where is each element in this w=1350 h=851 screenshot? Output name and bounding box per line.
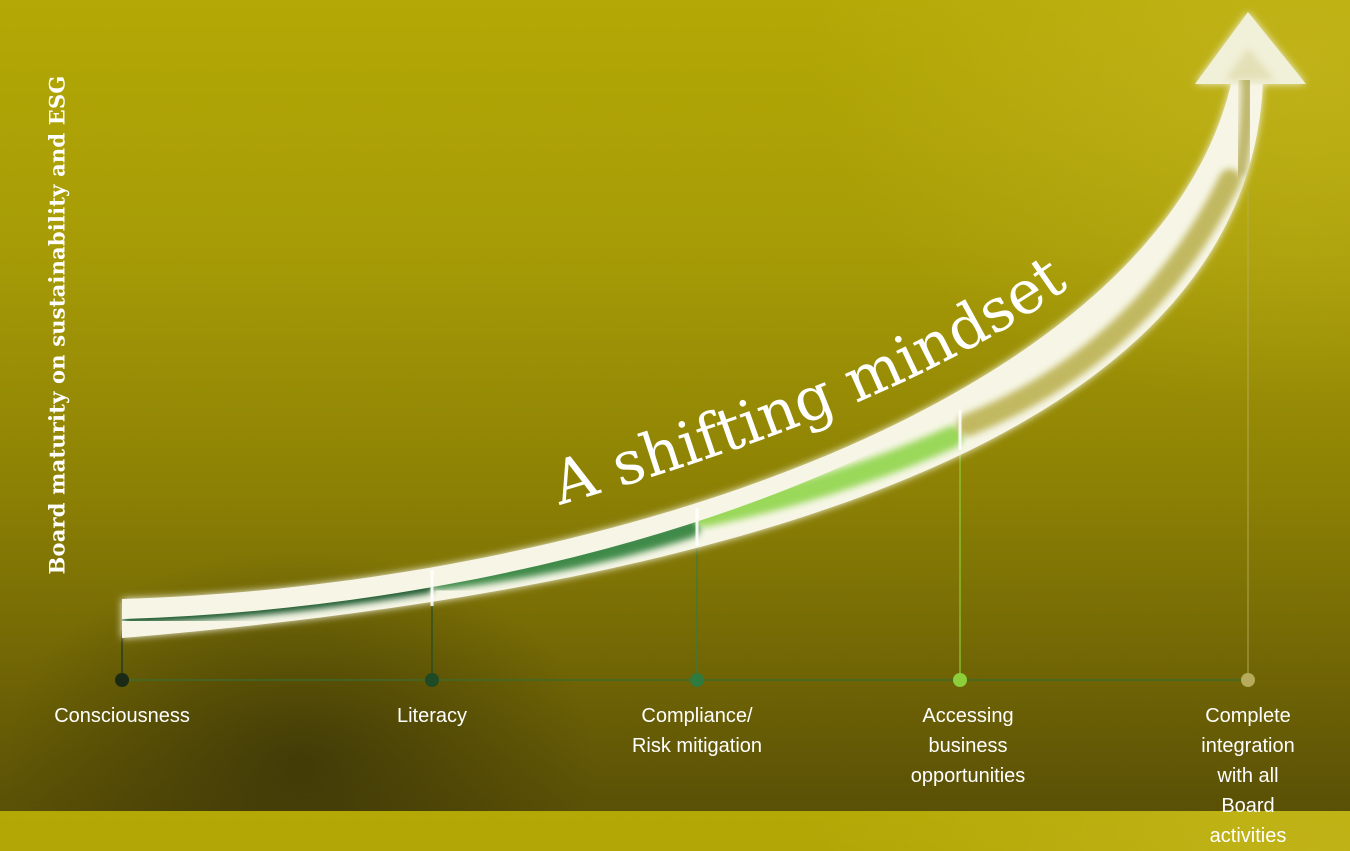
segment-accessing [957, 169, 1241, 436]
segment-compliance [694, 426, 963, 527]
marker-integration [1241, 673, 1255, 687]
maturity-arrow [122, 12, 1306, 638]
y-axis-label: Board maturity on sustainability and ESG [44, 75, 70, 575]
marker-consciousness [115, 673, 129, 687]
stage-label-compliance: Compliance/ Risk mitigation [631, 705, 763, 757]
stage-label-consciousness: Consciousness [54, 705, 190, 727]
marker-accessing [953, 673, 967, 687]
marker-literacy [425, 673, 439, 687]
stage-label-integration: Complete integration with all Board acti… [1201, 705, 1295, 847]
stage-label-literacy: Literacy [396, 705, 468, 727]
segment-integration [1233, 80, 1255, 177]
maturity-diagram: A shifting mindset [115, 12, 1306, 687]
marker-compliance [690, 673, 704, 687]
arrowhead [1195, 12, 1306, 84]
stage-label-accessing: Accessing business opportunities [910, 705, 1026, 787]
arrowhead-inner [1225, 48, 1275, 80]
